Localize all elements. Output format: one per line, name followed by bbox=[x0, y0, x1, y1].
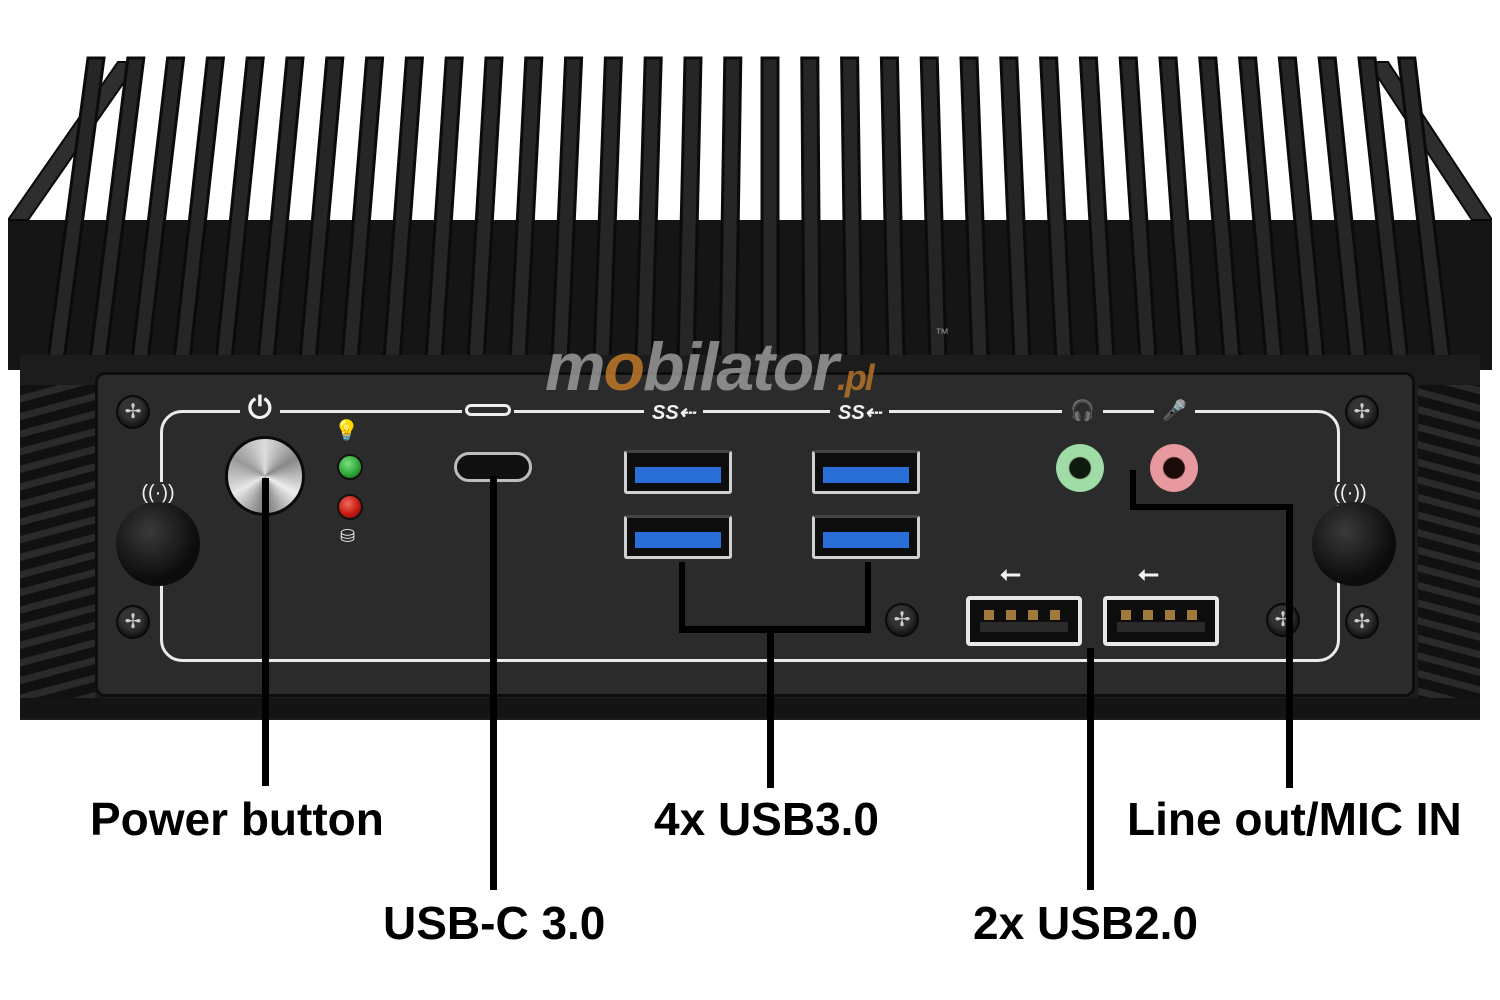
antenna-connector-right bbox=[1312, 502, 1396, 586]
headphones-icon: 🎧 bbox=[1062, 398, 1103, 423]
callout-usb2: 2x USB2.0 bbox=[973, 897, 1199, 949]
wifi-icon: ((·)) bbox=[138, 482, 178, 505]
usb3-port bbox=[812, 450, 920, 494]
wifi-icon: ((·)) bbox=[1330, 482, 1370, 505]
screw-icon: ✢ bbox=[885, 603, 919, 637]
power-led-green bbox=[337, 454, 363, 480]
screw-icon: ✢ bbox=[1345, 395, 1379, 429]
superspeed-usb-icon: SS⇠ bbox=[830, 400, 890, 425]
superspeed-usb-icon: SS⇠ bbox=[644, 400, 704, 425]
usb3-port bbox=[624, 515, 732, 559]
callout-line-audio-drop bbox=[1130, 470, 1136, 510]
side-vents-right bbox=[1418, 385, 1480, 705]
callout-line-usb3-right bbox=[865, 562, 871, 632]
line-out-jack bbox=[1056, 444, 1104, 492]
callout-usb3: 4x USB3.0 bbox=[654, 793, 880, 845]
disk-led-red bbox=[337, 494, 363, 520]
callout-line-usb3-join bbox=[679, 626, 871, 633]
disk-icon: ⛁ bbox=[340, 526, 356, 546]
callout-line-usbc bbox=[490, 476, 497, 890]
callout-line-audio-run bbox=[1130, 504, 1292, 510]
light-bulb-icon: 💡 bbox=[334, 420, 359, 442]
callout-usb-c: USB-C 3.0 bbox=[383, 897, 606, 949]
usb-icon: ⭠ bbox=[1000, 558, 1021, 588]
callout-line-power bbox=[262, 478, 269, 786]
front-io-panel bbox=[95, 372, 1415, 697]
usb3-port bbox=[624, 450, 732, 494]
usb2-port bbox=[966, 596, 1082, 646]
usb3-port bbox=[812, 515, 920, 559]
usb-c-icon bbox=[462, 402, 514, 418]
usb-icon: ⭠ bbox=[1138, 558, 1159, 588]
callout-audio: Line out/MIC IN bbox=[1127, 793, 1462, 845]
callout-line-usb3-left bbox=[679, 562, 685, 632]
heatsink-fins bbox=[8, 56, 1492, 370]
screw-icon: ✢ bbox=[116, 395, 150, 429]
usb2-port bbox=[1103, 596, 1219, 646]
screw-icon: ✢ bbox=[1345, 605, 1379, 639]
callout-line-usb3-stem bbox=[767, 626, 774, 788]
chassis-bottom-edge bbox=[20, 698, 1480, 718]
microphone-icon: 🎤 bbox=[1154, 398, 1195, 423]
brand-watermark: mobilator.pl bbox=[545, 329, 875, 405]
callout-line-usb2 bbox=[1087, 648, 1094, 890]
power-icon: ⏻ bbox=[240, 394, 280, 424]
antenna-connector-left bbox=[116, 502, 200, 586]
callout-line-audio-stem bbox=[1286, 504, 1293, 788]
screw-icon: ✢ bbox=[1266, 603, 1300, 637]
screw-icon: ✢ bbox=[116, 605, 150, 639]
callout-power-button: Power button bbox=[90, 793, 384, 845]
mic-in-jack bbox=[1150, 444, 1198, 492]
trademark-symbol: ™ bbox=[935, 325, 949, 341]
side-vents-left bbox=[20, 385, 95, 705]
